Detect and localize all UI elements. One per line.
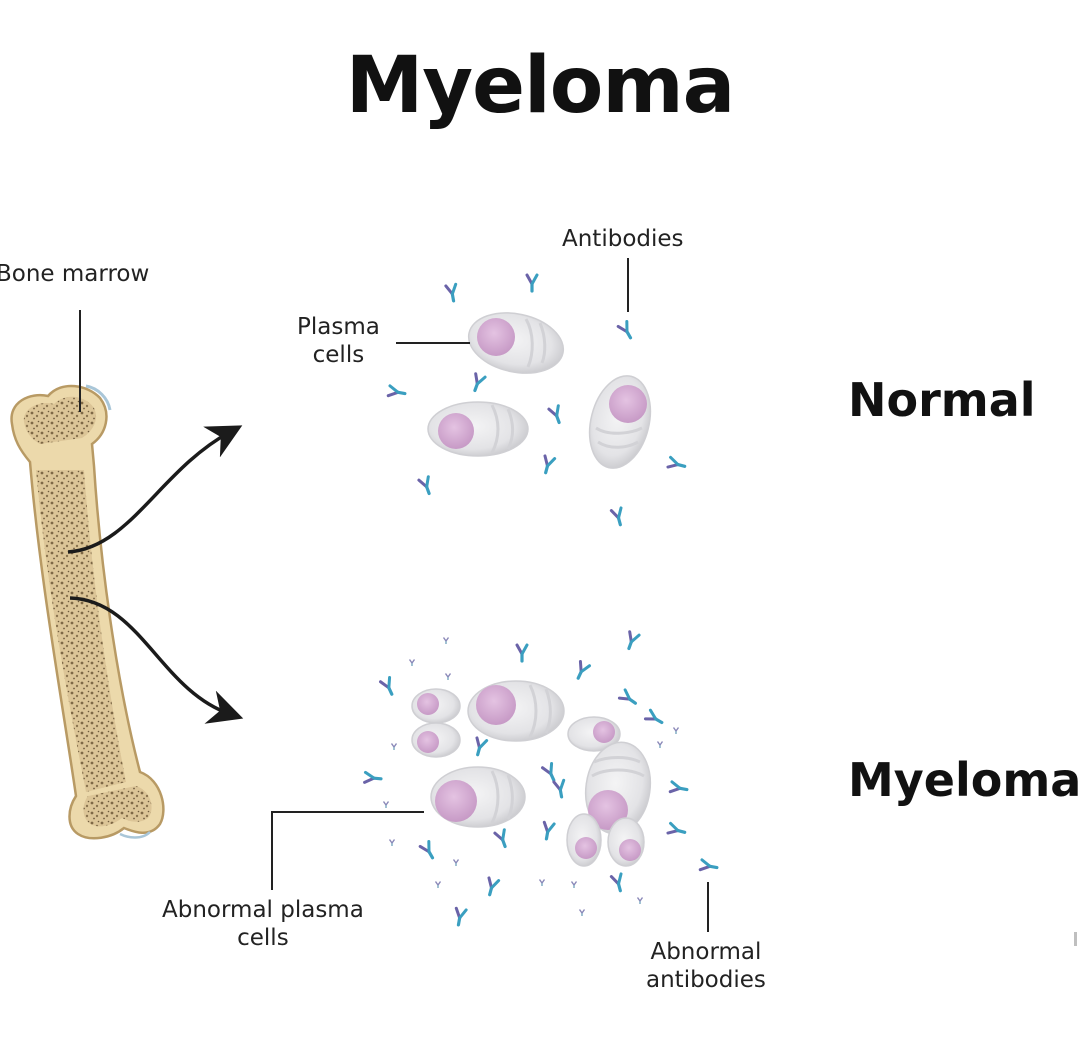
- cartilage-cap: [85, 384, 112, 411]
- plasma-cells-label: Plasma cells: [297, 313, 380, 369]
- page-title: Myeloma: [345, 41, 736, 131]
- marrow-end: [83, 786, 152, 827]
- normal-plasma-cells: [427, 312, 652, 469]
- state-label-normal: Normal: [848, 373, 1036, 427]
- arrow-to-normal: [67, 425, 243, 554]
- antibodies-label: Antibodies: [562, 226, 684, 252]
- plasma-cell: [566, 813, 602, 867]
- arrow-to-myeloma: [69, 596, 244, 724]
- plasma-cells-label-line1: Plasma: [297, 314, 380, 340]
- abnormal-antibodies-label-line1: Abnormal: [650, 939, 762, 965]
- plasma-cell: [567, 716, 621, 752]
- plasma-cell: [467, 312, 565, 374]
- state-label-myeloma: Myeloma: [848, 753, 1080, 807]
- plasma-cell: [427, 401, 529, 457]
- plasma-cell: [467, 680, 565, 742]
- marrow-shaft: [36, 470, 126, 792]
- abnormal-plasma-cells-leader: [271, 811, 424, 890]
- abnormal-antibodies-label: Abnormal antibodies: [646, 938, 766, 994]
- abnormal-plasma-cells-label-line1: Abnormal plasma: [162, 897, 364, 923]
- abnormal-plasma-cells: [411, 680, 652, 867]
- marrow-head: [23, 396, 97, 444]
- edge-mark: [1074, 932, 1077, 946]
- plasma-cell: [430, 766, 526, 828]
- plasma-cell: [411, 688, 461, 724]
- plasma-cell: [588, 375, 652, 469]
- abnormal-plasma-cells-label-line2: cells: [237, 925, 289, 951]
- abnormal-plasma-cells-label: Abnormal plasma cells: [162, 896, 364, 952]
- femur-bone: [10, 384, 165, 840]
- plasma-cell: [411, 722, 461, 758]
- bone-marrow-label: Bone marrow: [0, 261, 150, 287]
- plasma-cell: [607, 817, 645, 867]
- plasma-cells-label-line2: cells: [312, 342, 365, 368]
- abnormal-antibodies-label-line2: antibodies: [646, 967, 766, 993]
